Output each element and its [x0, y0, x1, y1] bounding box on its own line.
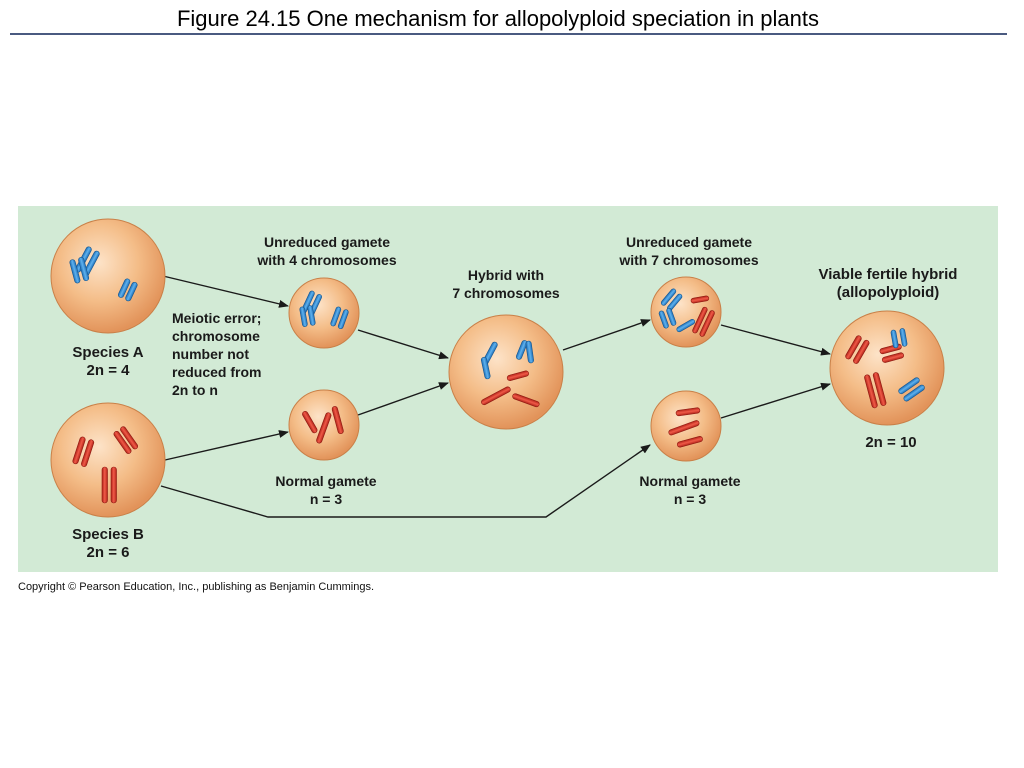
meiotic-error-line3: number not [172, 346, 249, 362]
arrow-unreduced-gamete-to-hybrid [357, 329, 449, 360]
hybrid-7-label: Hybrid with 7 chromosomes [426, 266, 586, 302]
copyright-notice: Copyright © Pearson Education, Inc., pub… [18, 581, 375, 593]
unreduced-gamete-7-label-line2: with 7 chromosomes [619, 252, 759, 268]
title-divider [10, 33, 1007, 35]
meiotic-error-line2: chromosome [172, 328, 260, 344]
normal-gamete-1-label-line2: n = 3 [309, 491, 343, 507]
meiotic-error-line4: reduced from [172, 364, 262, 380]
arrow-normal-gamete2-to-viable-hybrid [720, 382, 831, 419]
viable-hybrid-cell [829, 310, 945, 426]
unreduced-gamete-7-label-line1: Unreduced gamete [625, 234, 753, 250]
hybrid-7-cell [448, 314, 564, 430]
cells [50, 218, 945, 518]
meiotic-error-label: Meiotic error; chromosome number not red… [172, 309, 261, 399]
normal-gamete-1-label-line1: Normal gamete [275, 473, 377, 489]
species-a-label: Species A 2n = 4 [48, 344, 168, 380]
viable-hybrid-label-line1: Viable fertile hybrid [818, 266, 958, 283]
normal-gamete-2-label-line2: n = 3 [673, 491, 707, 507]
species-b-label: Species B 2n = 6 [48, 526, 168, 562]
meiotic-error-line5: 2n to n [172, 382, 218, 398]
viable-hybrid-ploidy: 2n = 10 [865, 434, 917, 451]
species-a-ploidy: 2n = 4 [86, 362, 130, 379]
arrow-unreduced-gamete7-to-viable-hybrid [720, 324, 831, 356]
viable-hybrid-ploidy-label: 2n = 10 [836, 434, 946, 452]
unreduced-gamete-7-label: Unreduced gamete with 7 chromosomes [598, 233, 780, 269]
arrow-hybrid-to-unreduced-gamete7 [562, 319, 651, 351]
arrow-speciesB-to-normal-gamete2 [160, 444, 651, 518]
unreduced-gamete-4-cell [288, 277, 360, 349]
chromosomes [69, 246, 925, 504]
arrow-speciesA-to-unreduced-gamete [162, 275, 289, 308]
species-b-ploidy: 2n = 6 [86, 544, 130, 561]
unreduced-gamete-4-label-line2: with 4 chromosomes [257, 252, 397, 268]
viable-hybrid-label: Viable fertile hybrid (allopolyploid) [790, 266, 986, 302]
normal-gamete-2-label-line1: Normal gamete [639, 473, 741, 489]
normal-gamete-2-label: Normal gamete n = 3 [612, 472, 768, 508]
species-b-cell [50, 402, 166, 518]
unreduced-gamete-4-label: Unreduced gamete with 4 chromosomes [234, 233, 420, 269]
species-a-name: Species A [72, 344, 144, 361]
viable-hybrid-label-line2: (allopolyploid) [836, 284, 940, 301]
species-a-cell [50, 218, 166, 334]
unreduced-gamete-4-label-line1: Unreduced gamete [263, 234, 391, 250]
hybrid-7-label-line1: Hybrid with [467, 267, 545, 283]
meiotic-error-line1: Meiotic error; [172, 310, 262, 326]
species-b-name: Species B [72, 526, 144, 543]
arrows [160, 275, 831, 518]
hybrid-7-label-line2: 7 chromosomes [452, 285, 560, 301]
arrow-speciesB-to-normal-gamete [164, 430, 289, 461]
normal-gamete-1-label: Normal gamete n = 3 [248, 472, 404, 508]
page-title: Figure 24.15 One mechanism for allopolyp… [176, 6, 820, 31]
arrow-normal-gamete-to-hybrid [357, 382, 449, 416]
